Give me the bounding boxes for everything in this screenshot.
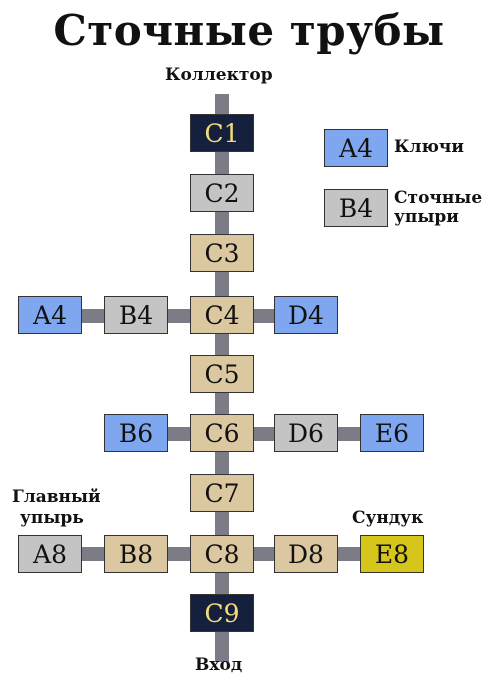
- room-e8[interactable]: E8: [360, 535, 424, 573]
- boss-label-1: Главный: [12, 487, 101, 507]
- pipe-row-4: [50, 309, 306, 323]
- chest-label: Сундук: [352, 508, 424, 528]
- room-e6[interactable]: E6: [360, 414, 424, 452]
- page-title: Сточные трубы: [53, 6, 445, 55]
- room-c6[interactable]: C6: [190, 414, 254, 452]
- room-c5[interactable]: C5: [190, 355, 254, 393]
- room-c1[interactable]: C1: [190, 114, 254, 152]
- collector-label: Коллектор: [165, 65, 273, 85]
- legend-keys-swatch: A4: [324, 129, 388, 167]
- room-a4[interactable]: A4: [18, 296, 82, 334]
- legend-ghouls-swatch: B4: [324, 189, 388, 227]
- room-d8[interactable]: D8: [274, 535, 338, 573]
- room-c7[interactable]: C7: [190, 474, 254, 512]
- room-c3[interactable]: C3: [190, 234, 254, 272]
- room-c4[interactable]: C4: [190, 296, 254, 334]
- room-c8[interactable]: C8: [190, 535, 254, 573]
- room-a8[interactable]: A8: [18, 535, 82, 573]
- room-b8[interactable]: B8: [104, 535, 168, 573]
- room-b6[interactable]: B6: [104, 414, 168, 452]
- legend-ghouls-label-1: Сточные: [394, 188, 483, 208]
- room-b4[interactable]: B4: [104, 296, 168, 334]
- boss-label-2: упырь: [20, 508, 84, 528]
- legend-keys-label: Ключи: [394, 137, 464, 157]
- room-c2[interactable]: C2: [190, 174, 254, 212]
- room-c9[interactable]: C9: [190, 594, 254, 632]
- room-d4[interactable]: D4: [274, 296, 338, 334]
- pipe-row-6: [136, 427, 392, 441]
- entrance-label: Вход: [195, 655, 243, 675]
- legend-ghouls-label-2: упыри: [394, 207, 459, 227]
- room-d6[interactable]: D6: [274, 414, 338, 452]
